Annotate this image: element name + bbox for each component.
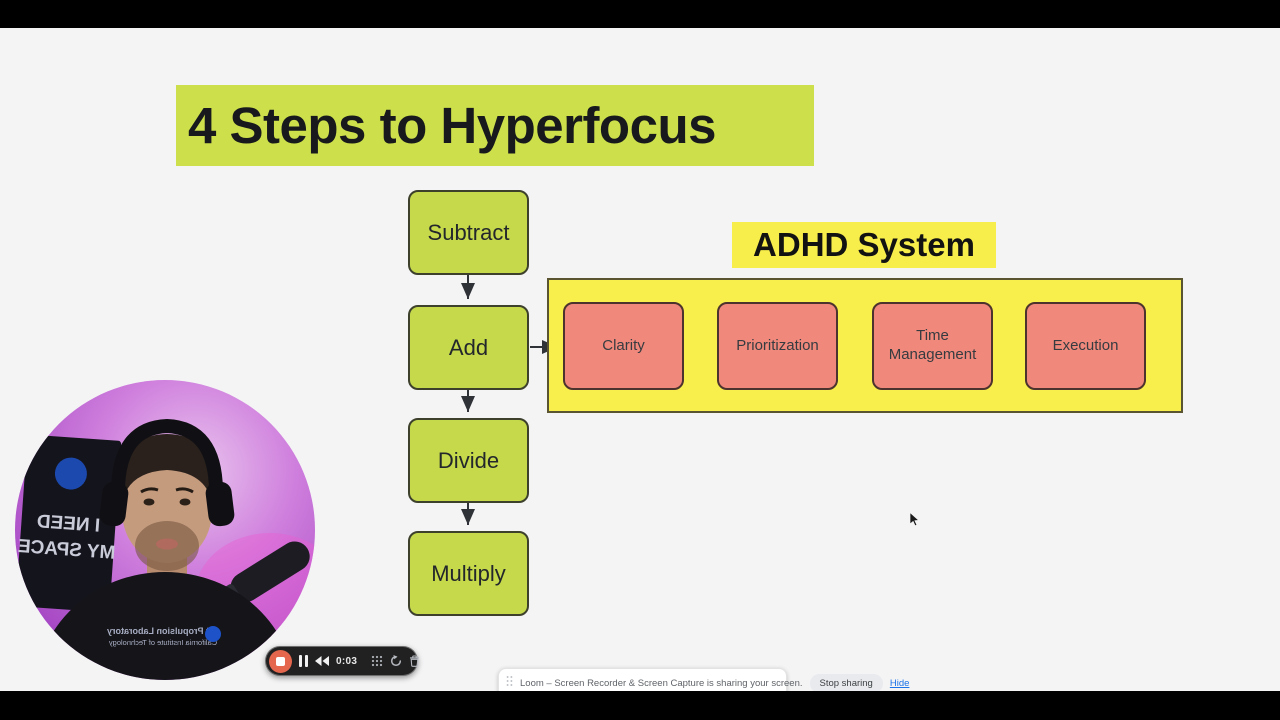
webcam-video: I NEED MY SPACE [15,380,315,680]
flow-step-divide[interactable]: Divide [408,418,529,503]
adhd-step-time-management[interactable]: Time Management [872,302,993,390]
share-message: Loom – Screen Recorder & Screen Capture … [520,677,803,689]
share-bar-drag-handle[interactable] [506,674,513,691]
adhd-step-label: Clarity [602,336,645,354]
adhd-system-heading[interactable]: ADHD System [732,222,996,268]
loom-recorder-bar[interactable]: 0:03 [265,646,420,676]
svg-text:California Institute of Techno: California Institute of Technology [109,638,218,647]
drag-grid-icon [372,655,383,667]
hide-share-bar-button[interactable]: Hide [889,677,910,689]
drag-dots-icon [506,676,513,686]
page-title[interactable]: 4 Steps to Hyperfocus [176,85,814,166]
shirt-print: Jet Propulsion Laboratory California Ins… [107,626,219,647]
recording-time: 0:03 [336,655,358,667]
rewind-button[interactable] [315,656,329,666]
adhd-step-label: Prioritization [736,336,819,354]
letterbox-top [0,0,1280,28]
adhd-step-prioritization[interactable]: Prioritization [717,302,838,390]
flow-step-label: Divide [437,447,500,473]
flow-step-label: Multiply [431,560,506,586]
adhd-step-label: Execution [1052,336,1119,354]
page-title-text: 4 Steps to Hyperfocus [188,97,716,154]
flow-step-label: Subtract [427,219,510,245]
adhd-step-clarity[interactable]: Clarity [563,302,684,390]
letterbox-bottom [0,691,1280,720]
flow-step-subtract[interactable]: Subtract [408,190,529,275]
restart-recording-button[interactable] [390,655,402,667]
chrome-share-bar[interactable]: Loom – Screen Recorder & Screen Capture … [498,668,909,691]
trash-icon [410,655,420,667]
svg-text:I NEED: I NEED [36,511,101,536]
pause-button[interactable] [299,655,308,667]
space-poster: I NEED MY SPACE [15,434,122,613]
restart-icon [391,655,402,667]
flow-step-multiply[interactable]: Multiply [408,531,529,616]
whiteboard-canvas: 4 Steps to Hyperfocus Subtract Add Div [0,28,1280,691]
stop-sharing-button[interactable]: Stop sharing [809,673,883,691]
pause-icon [299,655,308,667]
headphones [111,418,223,497]
adhd-system-heading-text: ADHD System [753,226,975,263]
adhd-step-label: Time Management [888,327,977,363]
adhd-step-execution[interactable]: Execution [1025,302,1146,390]
stop-record-button[interactable] [269,649,292,673]
nasa-logo [205,626,221,642]
rewind-icon [315,656,329,666]
webcam-bubble[interactable]: I NEED MY SPACE [15,380,315,680]
flow-step-add[interactable]: Add [408,305,529,390]
presenter: Jet Propulsion Laboratory California Ins… [35,418,295,680]
drag-grid-handle[interactable] [371,655,383,667]
flow-step-label: Add [448,334,489,360]
svg-text:Jet Propulsion Laboratory: Jet Propulsion Laboratory [107,626,219,636]
mouse-cursor [909,512,920,527]
delete-recording-button[interactable] [409,655,420,667]
stop-icon [276,656,285,666]
